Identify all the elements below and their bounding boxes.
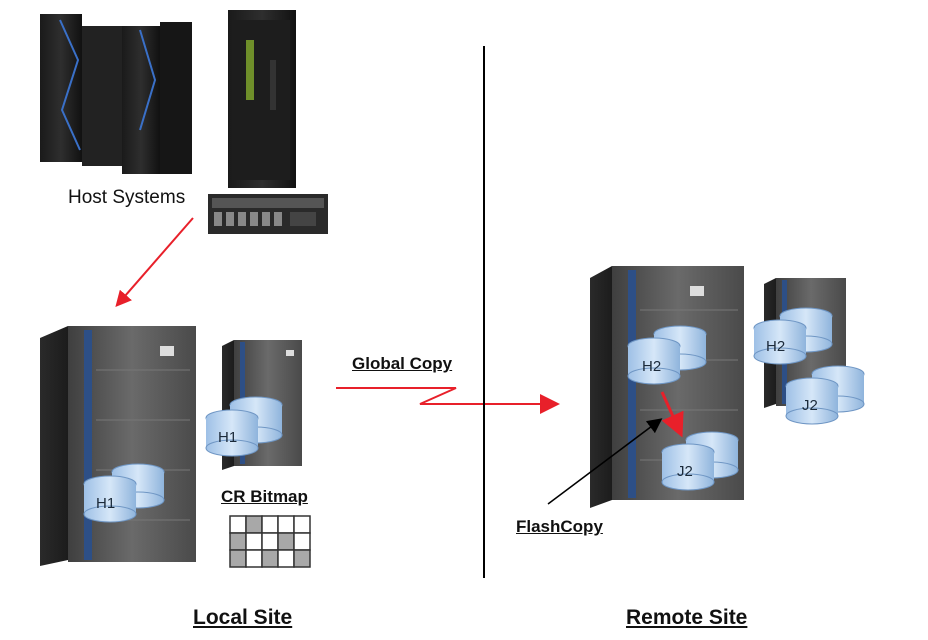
bitmap-cell xyxy=(261,549,279,568)
remote-h2-volume-main: H2 xyxy=(627,325,707,385)
remote-j2-volume-main-label: J2 xyxy=(677,463,693,480)
local-site-label: Local Site xyxy=(193,606,293,629)
remote-h2-volume-main-label: H2 xyxy=(642,358,661,375)
local-h1-volume-small: H1 xyxy=(205,396,283,457)
global-copy-link-arrow xyxy=(336,387,560,414)
remote-j2-volume-small: J2 xyxy=(785,365,865,425)
local-h1-volume-small-label: H1 xyxy=(218,429,237,446)
host-systems-label: Host Systems xyxy=(68,187,186,208)
local-primary-storage-cabinet xyxy=(40,326,196,566)
remote-h2-volume-small-label: H2 xyxy=(766,338,785,355)
bitmap-cell xyxy=(277,532,295,551)
remote-j2-volume-main: J2 xyxy=(661,431,739,491)
cr-bitmap-grid xyxy=(229,515,311,568)
flashcopy-h2-to-j2-arrow xyxy=(660,391,684,438)
bitmap-cell xyxy=(229,532,247,551)
host-to-storage-arrow xyxy=(115,217,194,308)
flashcopy-label: FlashCopy xyxy=(516,517,603,536)
local-h1-volume-main-label: H1 xyxy=(96,495,115,512)
bitmap-cell xyxy=(261,532,279,551)
global-copy-label: Global Copy xyxy=(352,354,453,373)
remote-site-label: Remote Site xyxy=(626,606,748,629)
bitmap-cell xyxy=(293,532,311,551)
power-server-host-icon xyxy=(228,10,296,188)
local-h1-volume-main: H1 xyxy=(83,463,165,523)
bitmap-cell xyxy=(245,532,263,551)
bitmap-cell xyxy=(245,515,263,534)
bitmap-cell xyxy=(261,515,279,534)
bitmap-cell xyxy=(277,549,295,568)
bitmap-cell xyxy=(229,515,247,534)
rack-server-host-icon xyxy=(208,194,328,234)
flashcopy-pointer-arrow xyxy=(547,418,663,505)
bitmap-cell xyxy=(245,549,263,568)
cr-bitmap-label: CR Bitmap xyxy=(221,487,308,506)
bitmap-cell xyxy=(293,515,311,534)
bitmap-cell xyxy=(293,549,311,568)
mainframe-host-icon xyxy=(40,14,192,174)
bitmap-cell xyxy=(229,549,247,568)
bitmap-cell xyxy=(277,515,295,534)
remote-h2-volume-small: H2 xyxy=(753,307,833,365)
remote-j2-volume-small-label: J2 xyxy=(802,397,818,414)
